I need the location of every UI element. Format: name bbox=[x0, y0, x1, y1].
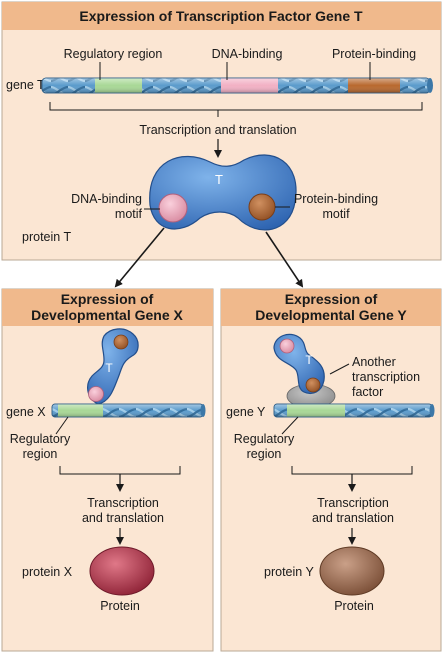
left-panel: Expression of Developmental Gene X T gen… bbox=[1, 288, 214, 652]
regulatory-region-label: Regulatory region bbox=[64, 47, 163, 61]
right-regulatory-label-line2: region bbox=[247, 447, 282, 461]
right-regulatory-leader bbox=[281, 416, 299, 435]
right-panel: Expression of Developmental Gene Y T Ano… bbox=[220, 288, 442, 652]
left-panel-title-line2: Developmental Gene X bbox=[31, 307, 183, 323]
left-bound-protein-t: T bbox=[87, 328, 139, 405]
right-process-label-line2: and translation bbox=[312, 511, 394, 525]
protein-binding-region-label: Protein-binding bbox=[332, 47, 416, 61]
arrow-to-gene-y bbox=[265, 231, 304, 288]
right-panel-background bbox=[220, 288, 442, 652]
dna-binding-motif bbox=[158, 193, 188, 223]
arrow-to-gene-x bbox=[114, 227, 165, 288]
right-panel-title-line2: Developmental Gene Y bbox=[255, 307, 407, 323]
factor-label-line3: factor bbox=[352, 385, 383, 399]
gene-y-label: gene Y bbox=[226, 405, 266, 419]
left-process-label-line1: Transcription bbox=[87, 496, 159, 510]
gene-t-dna bbox=[41, 77, 433, 94]
dna-motif-label-line1: DNA-binding bbox=[71, 192, 142, 206]
left-regulatory-leader bbox=[55, 416, 69, 435]
protein-x-shape bbox=[89, 546, 155, 596]
protein-t-label: protein T bbox=[22, 230, 71, 244]
factor-label-line2: transcription bbox=[352, 370, 420, 384]
left-protein-t-letter: T bbox=[105, 361, 113, 375]
gene-y-dna bbox=[273, 403, 435, 418]
left-process-label-line2: and translation bbox=[82, 511, 164, 525]
dna-motif-label-line2: motif bbox=[115, 207, 143, 221]
top-panel: Expression of Transcription Factor Gene … bbox=[1, 1, 442, 261]
top-panel-title: Expression of Transcription Factor Gene … bbox=[79, 8, 363, 24]
gene-t-label: gene T bbox=[6, 78, 45, 92]
protein-binding-motif bbox=[248, 193, 276, 221]
gene-t-bracket bbox=[49, 102, 423, 111]
factor-leader bbox=[329, 363, 350, 375]
protein-t: T bbox=[149, 154, 297, 231]
protein-y-shape bbox=[319, 546, 385, 596]
left-regulatory-label-line2: region bbox=[23, 447, 58, 461]
top-process-label: Transcription and translation bbox=[139, 123, 296, 137]
right-process-label-line1: Transcription bbox=[317, 496, 389, 510]
protein-t-letter: T bbox=[215, 172, 223, 187]
right-protein-caption: Protein bbox=[334, 599, 374, 613]
protein-y-label: protein Y bbox=[264, 565, 314, 579]
left-protein-caption: Protein bbox=[100, 599, 140, 613]
gene-x-label: gene X bbox=[6, 405, 46, 419]
protein-motif-label-line1: Protein-binding bbox=[294, 192, 378, 206]
right-protein-t-letter: T bbox=[305, 353, 313, 367]
right-panel-header bbox=[221, 289, 441, 326]
gene-x-dna bbox=[51, 403, 206, 418]
top-panel-header bbox=[2, 2, 441, 30]
dna-binding-region-label: DNA-binding bbox=[212, 47, 283, 61]
factor-label-line1: Another bbox=[352, 355, 396, 369]
right-bound-protein-t: T bbox=[273, 333, 325, 395]
left-panel-header bbox=[2, 289, 213, 326]
right-regulatory-label-line1: Regulatory bbox=[234, 432, 295, 446]
left-panel-title-line1: Expression of bbox=[61, 291, 154, 307]
right-panel-title-line1: Expression of bbox=[285, 291, 378, 307]
protein-x-label: protein X bbox=[22, 565, 73, 579]
protein-motif-label-line2: motif bbox=[322, 207, 350, 221]
top-panel-background bbox=[1, 1, 442, 261]
left-regulatory-label-line1: Regulatory bbox=[10, 432, 71, 446]
